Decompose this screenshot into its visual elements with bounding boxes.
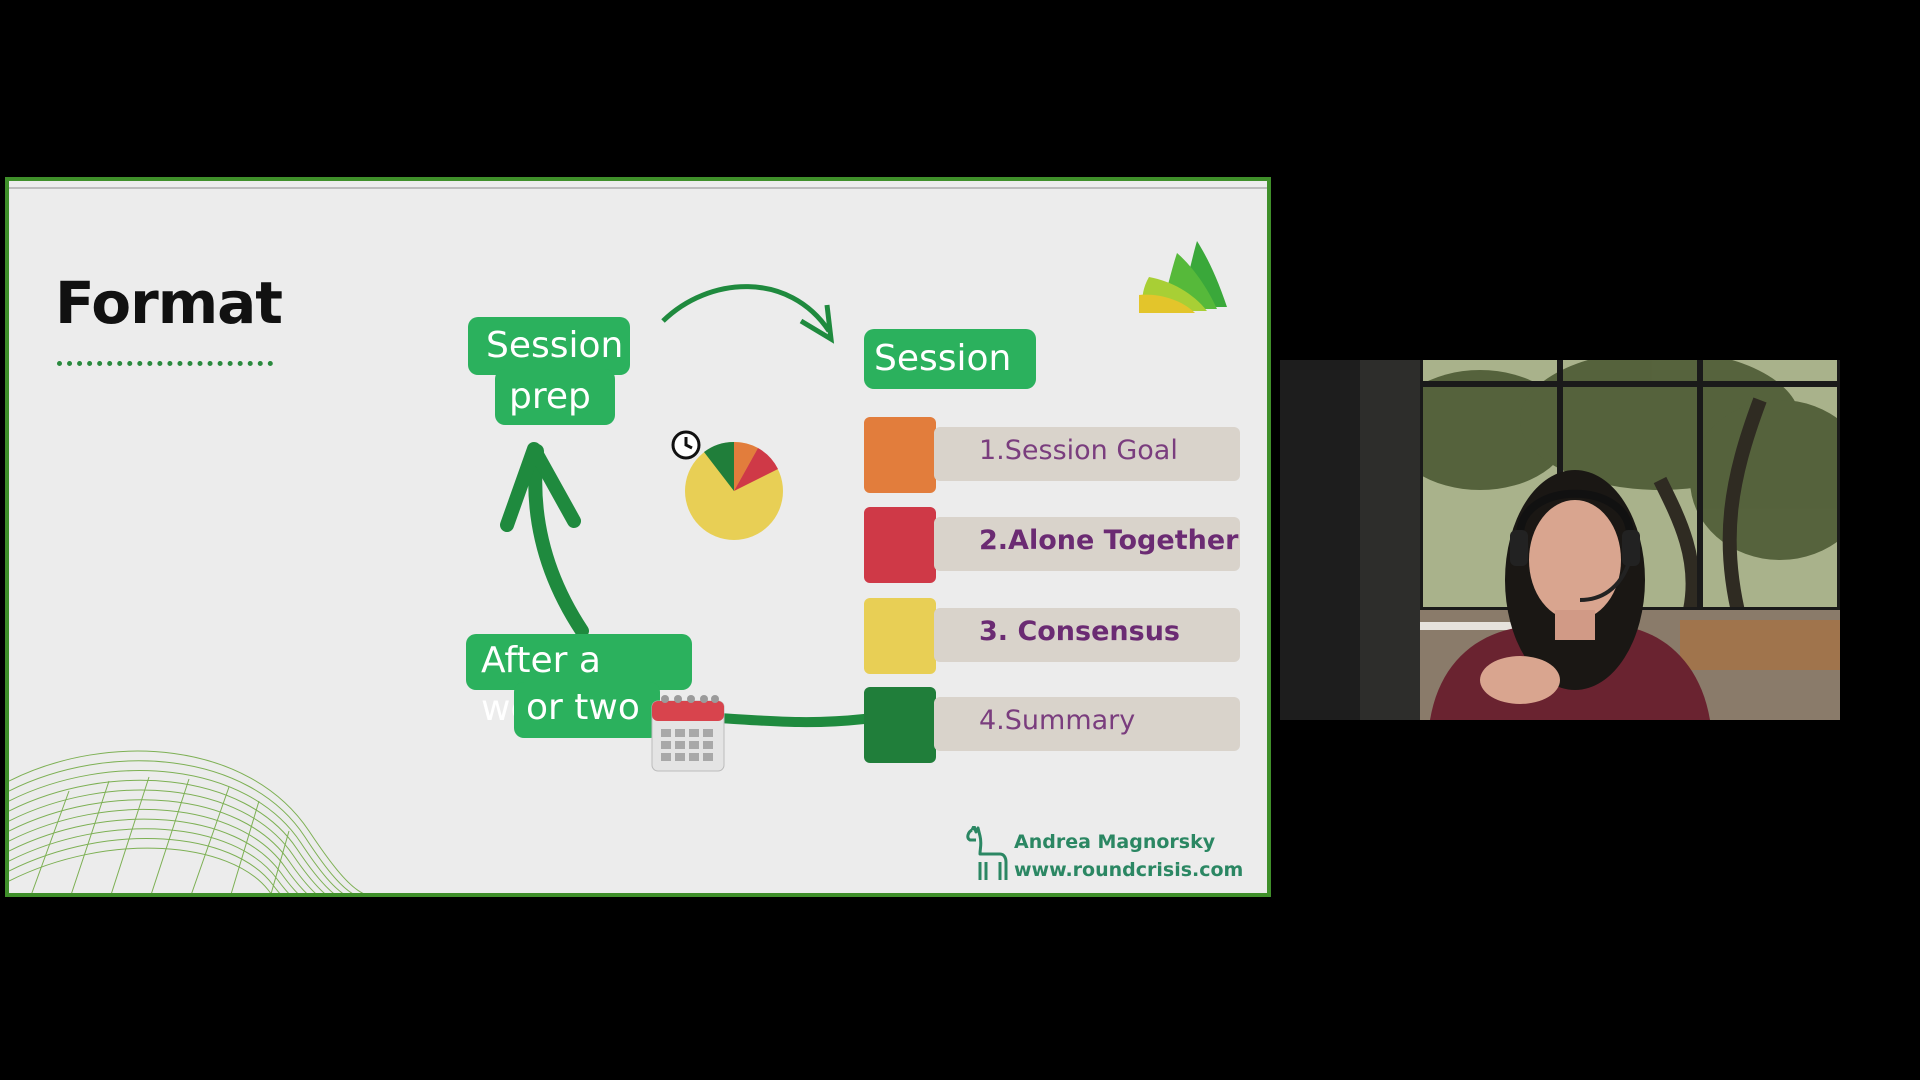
pie-chart-icon — [685, 441, 783, 540]
step-consensus: 3. Consensus — [864, 598, 1240, 674]
step-color-swatch — [864, 598, 936, 674]
step-label: 4.Summary — [979, 705, 1136, 736]
slide-top-rule — [9, 187, 1267, 189]
step-label: 1.Session Goal — [979, 435, 1178, 466]
presenter-video-feed — [1360, 360, 1840, 720]
step-color-swatch — [864, 687, 936, 763]
after-week-box-lower: or two — [514, 682, 660, 738]
presenter-video-tile[interactable] — [1280, 360, 1840, 720]
step-color-swatch — [864, 507, 936, 583]
title-dotted-underline — [57, 361, 273, 366]
step-session-goal: 1.Session Goal — [864, 417, 1240, 493]
step-bar — [934, 517, 1240, 571]
speaker-name: Andrea Magnorsky — [1014, 831, 1216, 853]
llama-logo-icon — [966, 826, 1008, 880]
speaker-website: www.roundcrisis.com — [1014, 859, 1244, 881]
session-prep-line1: Session — [486, 325, 624, 366]
session-label: Session — [874, 338, 1012, 379]
session-prep-line2: prep — [509, 376, 591, 417]
session-prep-box: Session — [468, 317, 630, 375]
step-bar — [934, 608, 1240, 662]
calendar-icon — [651, 695, 725, 772]
session-box: Session — [864, 329, 1036, 389]
step-label: 2.Alone Together — [979, 525, 1239, 556]
step-bar — [934, 427, 1240, 481]
slide-title: Format — [55, 269, 283, 337]
speaker-info: Andrea Magnorsky www.roundcrisis.com — [1014, 828, 1243, 884]
after-week-line2: or two — [526, 687, 640, 728]
session-prep-box-lower: prep — [495, 369, 615, 425]
step-label: 3. Consensus — [979, 616, 1180, 647]
leaf-logo-icon — [1139, 241, 1227, 313]
clock-icon — [671, 430, 701, 460]
step-alone-together: 2.Alone Together — [864, 507, 1240, 583]
step-summary: 4.Summary — [864, 687, 1240, 763]
step-bar — [934, 697, 1240, 751]
shared-slide: Format Session prep Session After a week… — [5, 177, 1271, 897]
wave-decoration — [9, 750, 364, 893]
step-color-swatch — [864, 417, 936, 493]
flow-arrows — [500, 284, 869, 728]
